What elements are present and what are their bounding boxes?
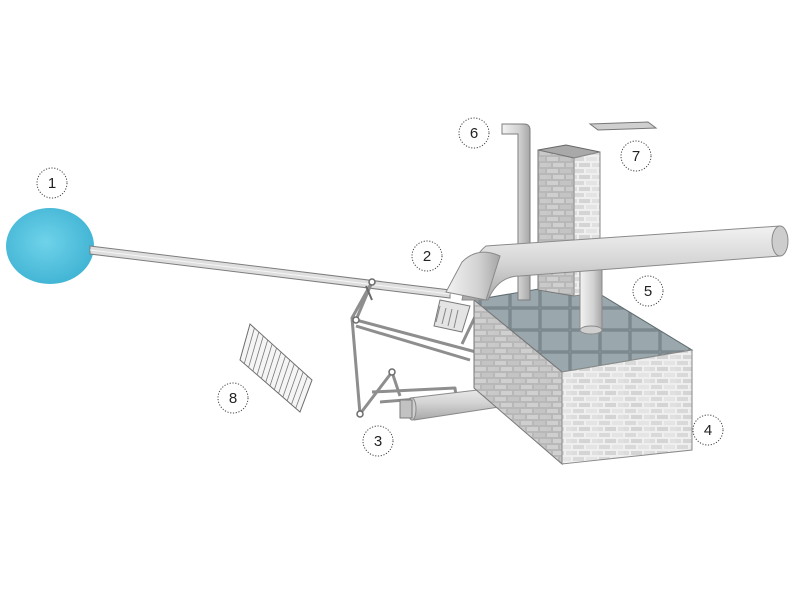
callout-7: 7 <box>620 140 652 172</box>
mesh-line <box>252 335 264 372</box>
callout-circle <box>632 275 664 307</box>
mesh-line <box>291 371 304 405</box>
callout-3: 3 <box>362 425 394 457</box>
mesh-screen <box>239 323 313 413</box>
mesh-line <box>286 367 300 401</box>
callout-4: 4 <box>692 414 724 446</box>
callouts-layer: 1 2 3 4 5 6 7 8 <box>36 117 724 457</box>
callout-circle <box>217 382 249 414</box>
callout-number: 1 <box>48 175 56 192</box>
callout-5: 5 <box>632 275 664 307</box>
mesh-line <box>295 375 308 409</box>
lever-linkage <box>350 278 502 418</box>
callout-circle <box>362 425 394 457</box>
callout-number: 5 <box>644 283 652 300</box>
mesh-line <box>269 351 282 387</box>
callout-circle <box>36 167 68 199</box>
mesh-line <box>243 327 255 364</box>
valve-nozzle <box>433 299 471 333</box>
overflow-pipe <box>579 261 603 335</box>
float-ball <box>6 208 94 284</box>
callout-number: 4 <box>704 422 712 439</box>
mesh-line <box>282 363 295 398</box>
mesh-line <box>278 359 291 394</box>
mesh-line <box>248 331 260 368</box>
callout-number: 6 <box>470 125 478 142</box>
cover-plate <box>588 121 658 131</box>
mesh-line <box>273 355 286 390</box>
callout-circle <box>692 414 724 446</box>
callout-6: 6 <box>458 117 490 149</box>
callout-number: 8 <box>229 390 237 407</box>
float-arm-rod <box>89 245 451 299</box>
callout-2: 2 <box>411 240 443 272</box>
main-elbow-pipe <box>445 225 789 301</box>
callout-number: 7 <box>632 148 640 165</box>
mesh-line <box>265 347 277 383</box>
callout-1: 1 <box>36 167 68 199</box>
mesh-line <box>261 343 273 379</box>
callout-number: 2 <box>423 248 431 265</box>
mesh-line <box>256 339 269 375</box>
callout-circle <box>411 240 443 272</box>
callout-circle <box>620 140 652 172</box>
callout-circle <box>458 117 490 149</box>
callout-8: 8 <box>217 382 249 414</box>
callout-number: 3 <box>374 433 382 450</box>
